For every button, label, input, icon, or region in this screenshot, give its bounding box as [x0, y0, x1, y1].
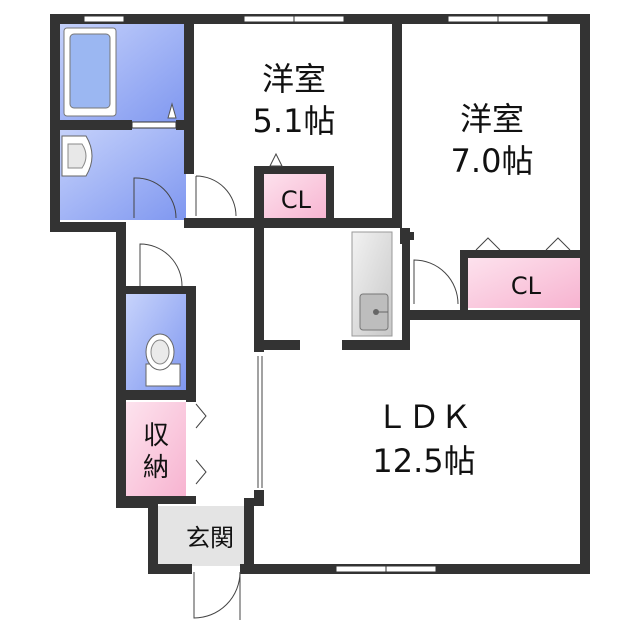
storage-label-2: 納: [143, 453, 169, 483]
closet-b-floor: [466, 256, 582, 308]
wash-basin-icon: [61, 135, 93, 177]
door-swing-icon: [133, 152, 571, 620]
closet-a-label: CL: [281, 186, 312, 214]
closet-b-label: CL: [511, 272, 542, 300]
ldk-size: 12.5帖: [372, 442, 475, 480]
bathtub-icon: [63, 27, 177, 119]
entrance-floor: [156, 506, 250, 566]
ldk-name: ＬＤＫ: [376, 398, 472, 436]
room-b-size: 7.0帖: [451, 142, 534, 180]
room-a-size: 5.1帖: [253, 102, 336, 140]
kitchen-sink-icon: [359, 293, 389, 331]
storage-floor: [126, 402, 186, 498]
room-a-name: 洋室: [262, 60, 326, 98]
storage-label-1: 収: [143, 421, 169, 451]
room-b-name: 洋室: [460, 100, 524, 138]
window-icon: [83, 15, 549, 573]
closet-a-floor: [262, 172, 330, 220]
entrance-label: 玄関: [186, 524, 234, 552]
toilet-icon: [145, 333, 181, 387]
